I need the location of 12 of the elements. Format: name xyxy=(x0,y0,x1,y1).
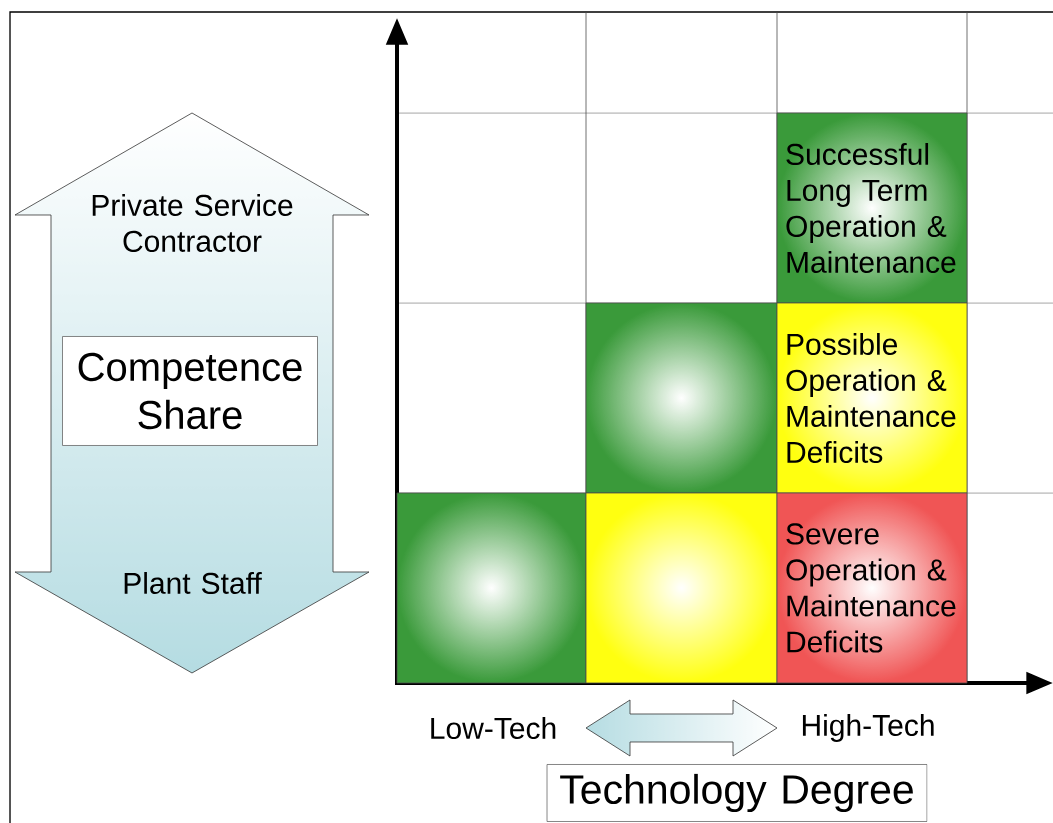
axis-label: Plant Staff xyxy=(124,571,262,594)
axis-label: Low-Tech xyxy=(431,716,556,739)
axis-label: Private Service Contractor xyxy=(92,193,293,252)
rating-cell xyxy=(396,492,587,684)
rating-cell xyxy=(585,302,778,494)
label-box: Competence Share xyxy=(62,336,318,446)
rating-cell: Possible Operation & Maintenance Deficits xyxy=(776,302,968,494)
label-box: Technology Degree xyxy=(546,764,928,822)
rating-cell xyxy=(585,492,778,684)
rating-cell: Successful Long Term Operation & Maintenance xyxy=(776,112,968,304)
rating-cell: Severe Operation & Maintenance Deficits xyxy=(776,492,968,684)
axis-label: High-Tech xyxy=(802,714,934,742)
